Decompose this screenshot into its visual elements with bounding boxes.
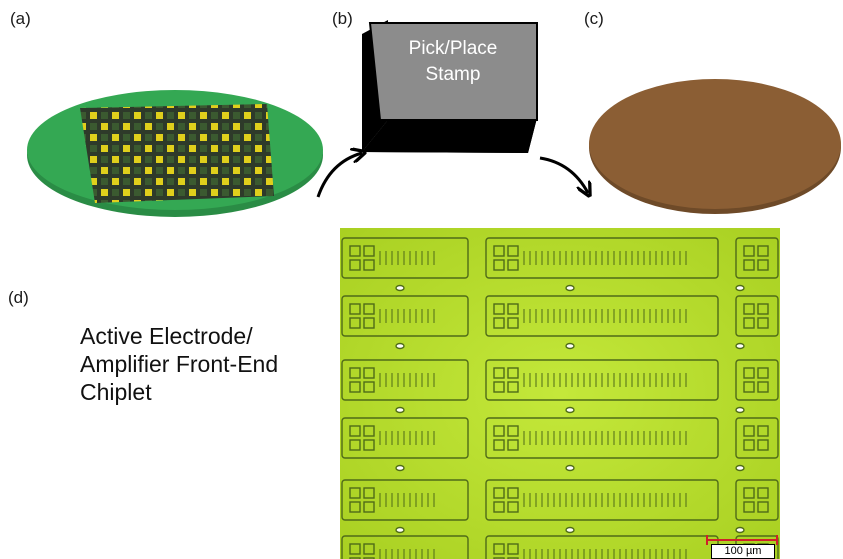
caption-line-1: Active Electrode/ (80, 323, 253, 349)
micrograph-chiplet (341, 359, 469, 401)
stamp-label-line-2: Stamp (426, 64, 481, 85)
panel-label-d: (d) (8, 288, 29, 307)
chiplet-micrograph (340, 228, 780, 559)
micrograph-chiplet (485, 479, 719, 521)
arrow-place-icon (539, 156, 588, 193)
caption-line-3: Chiplet (80, 379, 152, 405)
micrograph-chiplet (735, 479, 779, 521)
micrograph-chiplet (341, 295, 469, 337)
stamp-label-line-1: Pick/Place (409, 38, 498, 59)
micrograph-chiplet (485, 237, 719, 279)
panel-label-c: (c) (584, 9, 604, 28)
micrograph-chiplet (485, 417, 719, 459)
micrograph-chiplet (341, 237, 469, 279)
arrow-pick-icon (316, 153, 362, 198)
chiplet-array (80, 104, 274, 203)
micrograph-chiplet (735, 295, 779, 337)
panel-label-b: (b) (332, 9, 353, 28)
micrograph-chiplet (735, 417, 779, 459)
target-substrate (589, 79, 841, 214)
scale-bar-label: 100 µm (711, 544, 775, 559)
source-wafer (27, 90, 323, 217)
panel-label-a: (a) (10, 9, 31, 28)
micrograph-chiplet (341, 479, 469, 521)
micrograph-chiplet (735, 237, 779, 279)
micrograph-chiplet (341, 535, 469, 559)
chiplet-caption: Active Electrode/ Amplifier Front-End Ch… (80, 322, 278, 406)
micrograph-chiplet (485, 295, 719, 337)
micrograph-chiplet (485, 359, 719, 401)
micrograph-chiplet (735, 359, 779, 401)
caption-line-2: Amplifier Front-End (80, 351, 279, 377)
pick-place-stamp: Pick/Place Stamp (362, 20, 538, 153)
micrograph-chiplet (341, 417, 469, 459)
